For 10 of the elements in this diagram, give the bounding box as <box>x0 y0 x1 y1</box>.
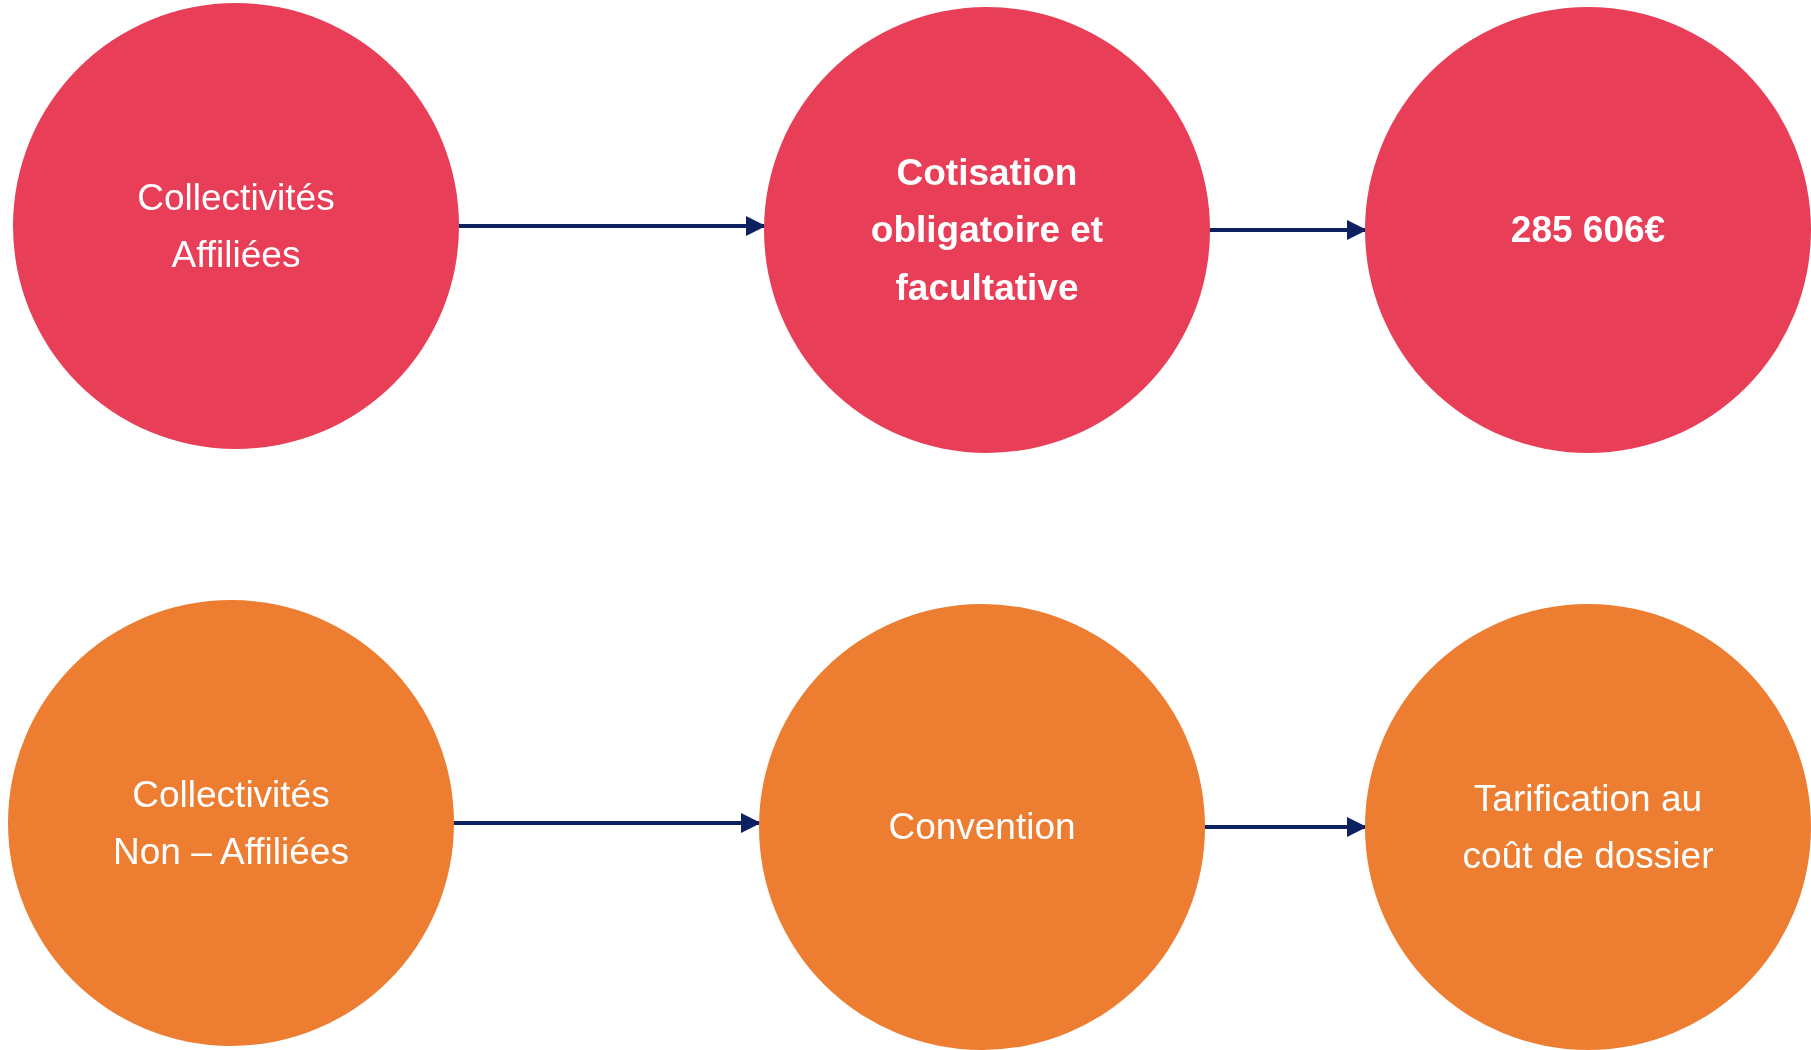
node-label: Tarification au coût de dossier <box>1461 776 1715 878</box>
node-label: Convention <box>888 805 1076 850</box>
node-label: 285 606€ <box>1510 208 1666 253</box>
arrow <box>454 813 761 833</box>
node-label: Cotisation obligatoire et facultative <box>869 151 1105 310</box>
arrow <box>1210 220 1367 240</box>
arrow <box>459 216 766 236</box>
node-label: Collectivités Affiliées <box>136 175 336 277</box>
arrow <box>1205 817 1367 837</box>
node-label: Collectivités Non – Affiliées <box>112 772 350 874</box>
